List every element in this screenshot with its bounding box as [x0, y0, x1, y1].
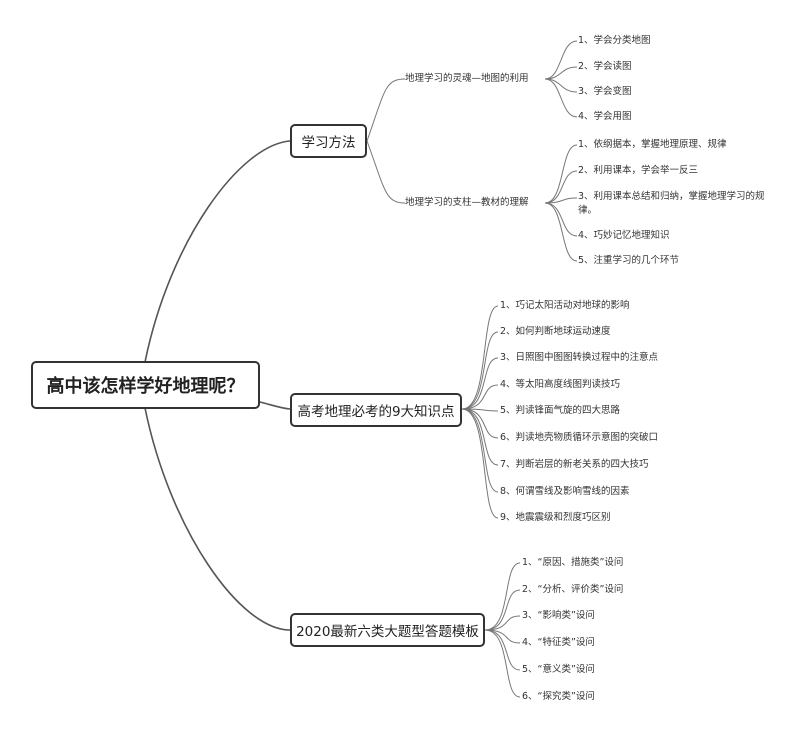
- connector-branch2-item7: [461, 408, 499, 466]
- leaf-item[interactable]: 5、注重学习的几个环节: [578, 255, 680, 266]
- connector-branch2-item4: [461, 384, 499, 410]
- branch-title: 学习方法: [301, 135, 356, 151]
- leaf-item[interactable]: 2、学会读图: [578, 61, 632, 72]
- branch-title: 高考地理必考的9大知识点: [297, 404, 455, 420]
- connector-branch3-item3: [484, 615, 521, 631]
- connector-branch2-item1: [461, 305, 499, 410]
- connector-branch1-sub1: [366, 78, 406, 142]
- subtopic-maps[interactable]: 地理学习的灵魂—地图的利用: [405, 73, 529, 84]
- connector-sub2-item2: [544, 170, 578, 204]
- root-node[interactable]: 高中该怎样学好地理呢？: [31, 361, 260, 409]
- connector-sub1-item4: [544, 78, 578, 118]
- connector-root-branch1: [144, 140, 291, 363]
- leaf-item[interactable]: 3、“影响类”设问: [522, 610, 595, 621]
- connector-root-branch3: [144, 407, 291, 631]
- leaf-item[interactable]: 7、判断岩层的新老关系的四大技巧: [500, 459, 649, 470]
- connector-branch1-sub2: [366, 140, 406, 204]
- leaf-item[interactable]: 3、学会变图: [578, 86, 632, 97]
- connector-sub1-item1: [544, 40, 578, 80]
- leaf-item[interactable]: 2、利用课本，学会举一反三: [578, 165, 699, 176]
- branch-nine-key-points[interactable]: 高考地理必考的9大知识点: [290, 393, 462, 427]
- connector-branch2-item9: [461, 408, 499, 519]
- connector-sub2-item5: [544, 202, 578, 262]
- connector-branch2-item3: [461, 357, 499, 410]
- leaf-item[interactable]: 1、“原因、措施类”设问: [522, 557, 624, 568]
- connector-branch3-item5: [484, 629, 521, 671]
- subtopic-textbook[interactable]: 地理学习的支柱—教材的理解: [405, 197, 529, 208]
- connector-branch3-item6: [484, 629, 521, 698]
- leaf-item[interactable]: 4、学会用图: [578, 111, 632, 122]
- leaf-item[interactable]: 4、等太阳高度线图判读技巧: [500, 379, 621, 390]
- leaf-item[interactable]: 8、何谓雪线及影响雪线的因素: [500, 486, 630, 497]
- connector-sub1-item2: [544, 66, 578, 80]
- branch-study-methods[interactable]: 学习方法: [290, 124, 367, 158]
- leaf-item[interactable]: 6、判读地壳物质循环示意图的突破口: [500, 432, 659, 443]
- connector-root-branch2: [259, 401, 291, 410]
- leaf-item[interactable]: 6、“探究类”设问: [522, 691, 595, 702]
- leaf-item[interactable]: 3、日照图中图图转换过程中的注意点: [500, 352, 659, 363]
- leaf-item[interactable]: 1、巧记太阳活动对地球的影响: [500, 300, 630, 311]
- connector-sub2-item3: [544, 197, 578, 204]
- connector-branch3-item2: [484, 589, 521, 631]
- leaf-item[interactable]: 4、巧妙记忆地理知识: [578, 230, 670, 241]
- leaf-item[interactable]: 1、依纲据本，掌握地理原理、规律: [578, 139, 727, 150]
- branch-title: 2020最新六类大题型答题模板: [296, 624, 479, 640]
- leaf-item[interactable]: 2、“分析、评价类”设问: [522, 584, 624, 595]
- connector-sub2-item4: [544, 202, 578, 237]
- leaf-item[interactable]: 5、“意义类”设问: [522, 664, 595, 675]
- leaf-item[interactable]: 3、利用课本总结和归纳，掌握地理学习的规律。: [578, 191, 765, 216]
- leaf-item[interactable]: 5、判读锋面气旋的四大思路: [500, 405, 621, 416]
- leaf-item[interactable]: 2、如何判断地球运动速度: [500, 326, 611, 337]
- connector-sub1-item3: [544, 78, 578, 93]
- connector-branch2-item2: [461, 331, 499, 410]
- connector-branch3-item1: [484, 562, 521, 631]
- leaf-item[interactable]: 9、地震震级和烈度巧区别: [500, 512, 611, 523]
- connector-branch2-item8: [461, 408, 499, 493]
- connector-sub2-item1: [544, 144, 578, 204]
- root-title: 高中该怎样学好地理呢？: [46, 376, 245, 397]
- leaf-item[interactable]: 1、学会分类地图: [578, 35, 651, 46]
- branch-answer-templates[interactable]: 2020最新六类大题型答题模板: [290, 613, 485, 647]
- leaf-item[interactable]: 4、“特征类”设问: [522, 637, 595, 648]
